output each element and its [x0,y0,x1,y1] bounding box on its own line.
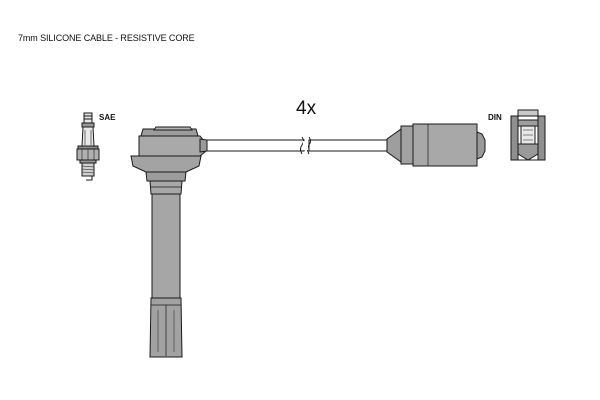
spark-plug-icon [76,112,100,181]
plug-boot-icon [386,123,486,167]
quantity-label: 4x [296,98,317,119]
ignition-coil-boot-icon [130,126,208,358]
cable-icon [206,136,388,155]
cable-spec-caption: 7mm SILICONE CABLE - RESISTIVE CORE [18,33,195,43]
din-terminal-section-icon [510,109,546,161]
sae-label: SAE [99,113,116,122]
din-label: DIN [488,113,502,122]
